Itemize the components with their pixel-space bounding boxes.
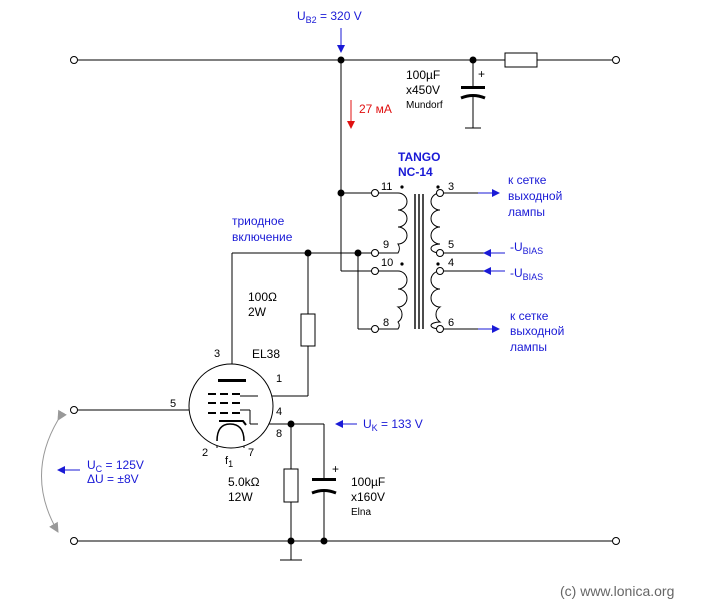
resistor-cathode bbox=[283, 468, 299, 503]
cap-k-rating: x160V bbox=[351, 490, 386, 504]
transformer-name: TANGO bbox=[398, 150, 441, 164]
tube-pin5: 5 bbox=[170, 398, 177, 410]
input-du-label: ΔU = ±8V bbox=[87, 472, 139, 486]
tube-pin7: 7 bbox=[248, 447, 255, 459]
grid1-line3: лампы bbox=[508, 205, 546, 219]
cathode-voltage-label: UK = 133 V bbox=[363, 417, 423, 433]
bias1-label: -UBIAS bbox=[510, 240, 544, 256]
copyright: (c) www.lonica.org bbox=[560, 583, 675, 599]
grid1-line2: выходной bbox=[508, 189, 563, 203]
capacitor-top bbox=[460, 86, 486, 100]
tube-pin3: 3 bbox=[214, 348, 221, 360]
supply-voltage-label: UB2 = 320 V bbox=[297, 9, 362, 25]
swing-arc bbox=[41, 409, 67, 533]
resistor-supply bbox=[504, 52, 538, 68]
grid2-line2: выходной bbox=[510, 324, 565, 338]
pin-3: 3 bbox=[448, 181, 455, 193]
pin-10: 10 bbox=[381, 257, 394, 269]
terminals bbox=[70, 56, 620, 545]
pin-6: 6 bbox=[448, 317, 455, 329]
cap-top-rating: x450V bbox=[406, 83, 441, 97]
junctions bbox=[287, 56, 477, 545]
cap-top-plus: + bbox=[478, 67, 486, 81]
grid1-line1: к сетке bbox=[508, 173, 547, 187]
pin-5: 5 bbox=[448, 239, 455, 251]
pin-8: 8 bbox=[383, 317, 390, 329]
resistor-g2 bbox=[300, 313, 316, 347]
input-uc-label: UC = 125V bbox=[87, 458, 144, 474]
tube-filament: f1 bbox=[225, 455, 234, 469]
capacitor-cathode bbox=[311, 478, 337, 495]
current-label: 27 мA bbox=[359, 102, 392, 116]
pin-4: 4 bbox=[448, 257, 455, 269]
tube-pin8: 8 bbox=[276, 428, 283, 440]
resistor-g2-value: 100Ω bbox=[248, 290, 277, 304]
cap-k-brand: Elna bbox=[351, 507, 372, 518]
transformer-model: NC-14 bbox=[398, 165, 433, 179]
grid2-line3: лампы bbox=[510, 340, 548, 354]
triode-note-line1: триодное bbox=[232, 214, 285, 228]
pin-9: 9 bbox=[383, 239, 390, 251]
cap-top-value: 100µF bbox=[406, 68, 441, 82]
resistor-k-value: 5.0kΩ bbox=[228, 475, 260, 489]
transformer-core bbox=[414, 194, 424, 329]
cap-top-brand: Mundorf bbox=[406, 100, 443, 111]
cap-k-plus: + bbox=[332, 462, 340, 476]
wires bbox=[78, 59, 612, 561]
pin-11: 11 bbox=[381, 181, 393, 193]
triode-note-line2: включение bbox=[232, 230, 293, 244]
tube-el38 bbox=[188, 363, 274, 449]
resistor-g2-power: 2W bbox=[248, 305, 266, 319]
tube-name: EL38 bbox=[252, 347, 281, 361]
tube-pin2: 2 bbox=[202, 447, 209, 459]
phase-dots bbox=[400, 185, 440, 266]
cap-k-value: 100µF bbox=[351, 475, 386, 489]
tube-pin4: 4 bbox=[276, 406, 283, 418]
resistor-k-power: 12W bbox=[228, 490, 253, 504]
tube-pin1: 1 bbox=[276, 373, 283, 385]
bias2-label: -UBIAS bbox=[510, 266, 544, 282]
grid2-line1: к сетке bbox=[510, 309, 549, 323]
